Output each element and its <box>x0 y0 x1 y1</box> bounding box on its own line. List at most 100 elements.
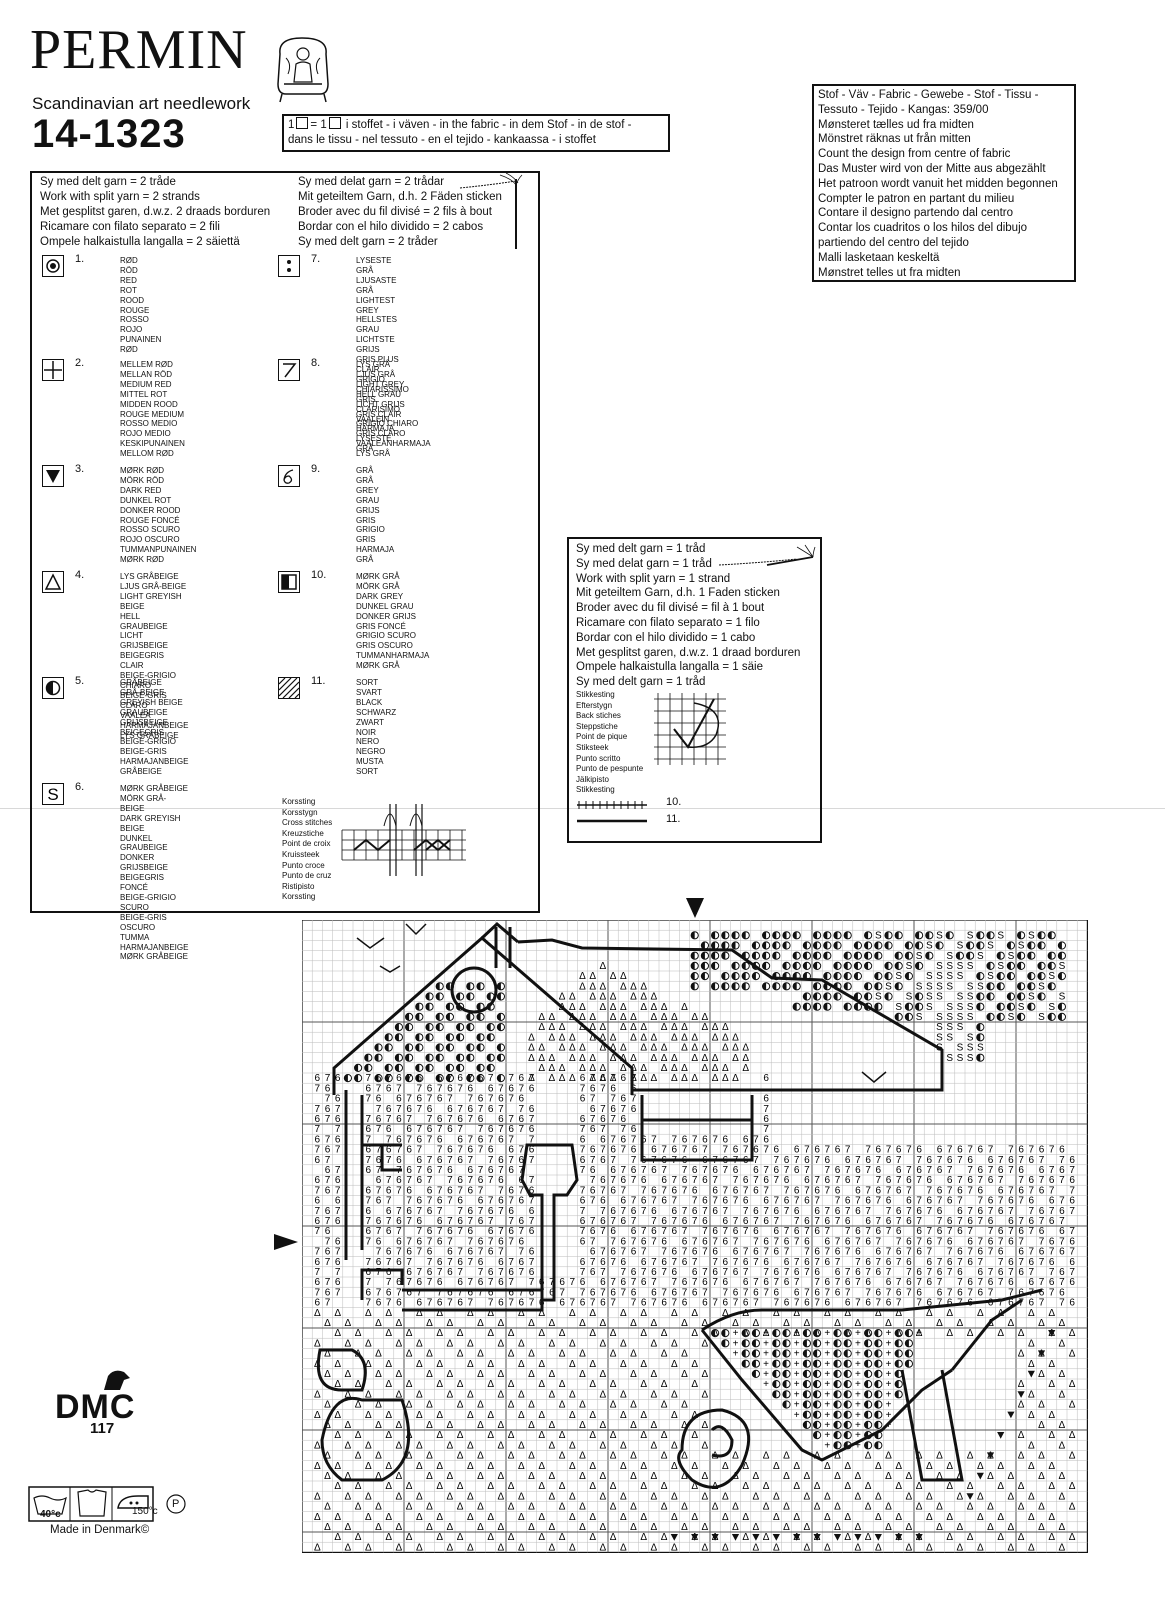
chart-cell-symbol: Δ <box>508 1532 515 1543</box>
color-name: DONKER ROOD <box>120 505 181 515</box>
chart-cell-symbol: 7 <box>366 1236 372 1247</box>
chart-cell-symbol: Δ <box>528 1349 535 1360</box>
chart-cell-symbol: 7 <box>1018 1196 1024 1207</box>
chart-cell-symbol: 6 <box>723 1216 729 1227</box>
chart-cell-symbol: Δ <box>538 1022 545 1033</box>
chart-cell-symbol: Δ <box>528 1420 535 1431</box>
color-name: ROJO OSCURO <box>120 535 180 545</box>
color-name: LYS GRÅBEIGE <box>120 572 179 581</box>
chart-cell-symbol <box>976 941 985 950</box>
chart-cell-symbol: 7 <box>610 1298 616 1309</box>
chart-cell-symbol: 7 <box>447 1236 453 1247</box>
chart-cell-symbol: 6 <box>804 1216 810 1227</box>
chart-cell-symbol: Δ <box>691 1328 698 1339</box>
chart-cell-symbol: 7 <box>988 1165 994 1176</box>
chart-cell-symbol: 7 <box>672 1216 678 1227</box>
chart-cell-symbol: 7 <box>406 1257 412 1268</box>
chart-cell-symbol: 7 <box>386 1114 392 1125</box>
color-name: MÖRK RÖD <box>120 475 164 485</box>
chart-cell-symbol: 6 <box>661 1236 667 1247</box>
chart-cell-symbol: 6 <box>855 1206 861 1217</box>
chart-cell-symbol: 6 <box>1069 1236 1075 1247</box>
chart-cell-symbol: S <box>957 1002 964 1013</box>
chart-cell-symbol: Δ <box>1048 1308 1055 1319</box>
chart-cell-symbol: 7 <box>865 1165 871 1176</box>
color-name: LYS GRÅ <box>356 449 391 459</box>
yarn-line: Ompele halkaistulla langalla = 1 säie <box>576 661 763 674</box>
chart-cell-symbol: 7 <box>682 1226 688 1237</box>
chart-cell-symbol: 6 <box>661 1257 667 1268</box>
chart-cell-symbol: 7 <box>427 1277 433 1288</box>
chart-cell-symbol: 6 <box>712 1226 718 1237</box>
color-name: GRIS FONCÉ <box>356 621 406 631</box>
chart-cell-symbol: 7 <box>641 1185 647 1196</box>
chart-cell-symbol: 6 <box>386 1185 392 1196</box>
chart-cell-symbol <box>466 1043 475 1052</box>
chart-cell-symbol: 7 <box>488 1277 494 1288</box>
chart-cell-symbol: 6 <box>672 1247 678 1258</box>
chart-cell-symbol <box>751 1329 760 1338</box>
center-arrow-down-icon <box>686 898 704 918</box>
chart-cell-symbol <box>711 961 720 971</box>
chart-cell-symbol: Δ <box>538 1063 545 1074</box>
chart-cell-symbol: Δ <box>1008 1491 1015 1502</box>
chart-cell-symbol: Δ <box>722 1461 729 1472</box>
chart-cell-symbol: 7 <box>845 1165 851 1176</box>
chart-cell-symbol: Δ <box>661 1379 668 1390</box>
chart-cell-symbol: Δ <box>640 1043 647 1054</box>
chart-cell-symbol: 6 <box>723 1298 729 1309</box>
chart-cell-symbol: Δ <box>549 1491 556 1502</box>
chart-cell-symbol: 6 <box>743 1175 749 1186</box>
chart-cell-symbol: 6 <box>916 1267 922 1278</box>
chart-cell-symbol: 6 <box>794 1145 800 1156</box>
chart-cell-symbol <box>343 1074 353 1083</box>
chart-cell-symbol: Δ <box>783 1471 790 1482</box>
chart-cell-symbol: + <box>824 1410 830 1421</box>
chart-cell-symbol: S <box>895 971 902 982</box>
chart-cell-symbol: 7 <box>590 1236 596 1247</box>
color-name: VAALEA HARMAJANBEIGE <box>120 710 189 730</box>
chart-cell-symbol: 7 <box>386 1277 392 1288</box>
chart-cell-symbol: Δ <box>1059 1338 1066 1349</box>
color-name: GRIGIO SCURO <box>356 631 417 641</box>
chart-cell-symbol: Δ <box>375 1349 382 1360</box>
chart-cell-symbol: Δ <box>681 1502 688 1513</box>
chart-cell-symbol: 7 <box>712 1277 718 1288</box>
chart-cell-symbol: Δ <box>457 1451 464 1462</box>
chart-cell-symbol: Δ <box>538 1410 545 1421</box>
chart-cell-symbol: 7 <box>916 1175 922 1186</box>
chart-cell-symbol: 6 <box>529 1247 535 1258</box>
chart-cell-symbol <box>802 1002 811 1011</box>
chart-cell-symbol: S <box>916 951 923 962</box>
chart-cell-symbol: 6 <box>590 1185 596 1196</box>
chart-cell-symbol: 6 <box>488 1226 494 1237</box>
chart-cell-symbol: Δ <box>477 1420 484 1431</box>
chart-cell-symbol <box>394 1053 404 1062</box>
chart-cell-symbol: S <box>936 971 943 982</box>
chart-cell-symbol: 6 <box>957 1206 963 1217</box>
chart-cell-symbol: + <box>794 1389 800 1400</box>
chart-cell-symbol: Δ <box>906 1491 913 1502</box>
chart-cell-symbol <box>904 1012 914 1022</box>
chart-cell-symbol: Δ <box>671 1410 678 1421</box>
chart-cell-symbol <box>425 1023 434 1032</box>
chart-cell-symbol: Δ <box>508 1451 515 1462</box>
chart-cell-symbol: 7 <box>457 1226 463 1237</box>
chart-cell-symbol: Δ <box>987 1471 994 1482</box>
chart-cell-symbol: 7 <box>631 1277 637 1288</box>
chart-cell-symbol: Δ <box>467 1461 474 1472</box>
chart-cell-symbol: Δ <box>508 1349 515 1360</box>
fabric-line: Stof - Väv - Fabric - Gewebe - Stof - Ti… <box>818 89 1039 101</box>
chart-cell-symbol: 6 <box>733 1267 739 1278</box>
chart-cell-symbol: 6 <box>886 1155 892 1166</box>
chart-cell-symbol: Δ <box>559 1430 566 1441</box>
chart-cell-symbol <box>405 1043 414 1052</box>
chart-cell-symbol: 6 <box>906 1236 912 1247</box>
chart-cell-symbol: Δ <box>487 1359 494 1370</box>
chart-cell-symbol: Δ <box>1069 1430 1076 1441</box>
chart-cell-symbol: Δ <box>773 1542 780 1553</box>
chart-cell-symbol: 7 <box>508 1155 514 1166</box>
chart-cell-symbol: Δ <box>416 1491 423 1502</box>
